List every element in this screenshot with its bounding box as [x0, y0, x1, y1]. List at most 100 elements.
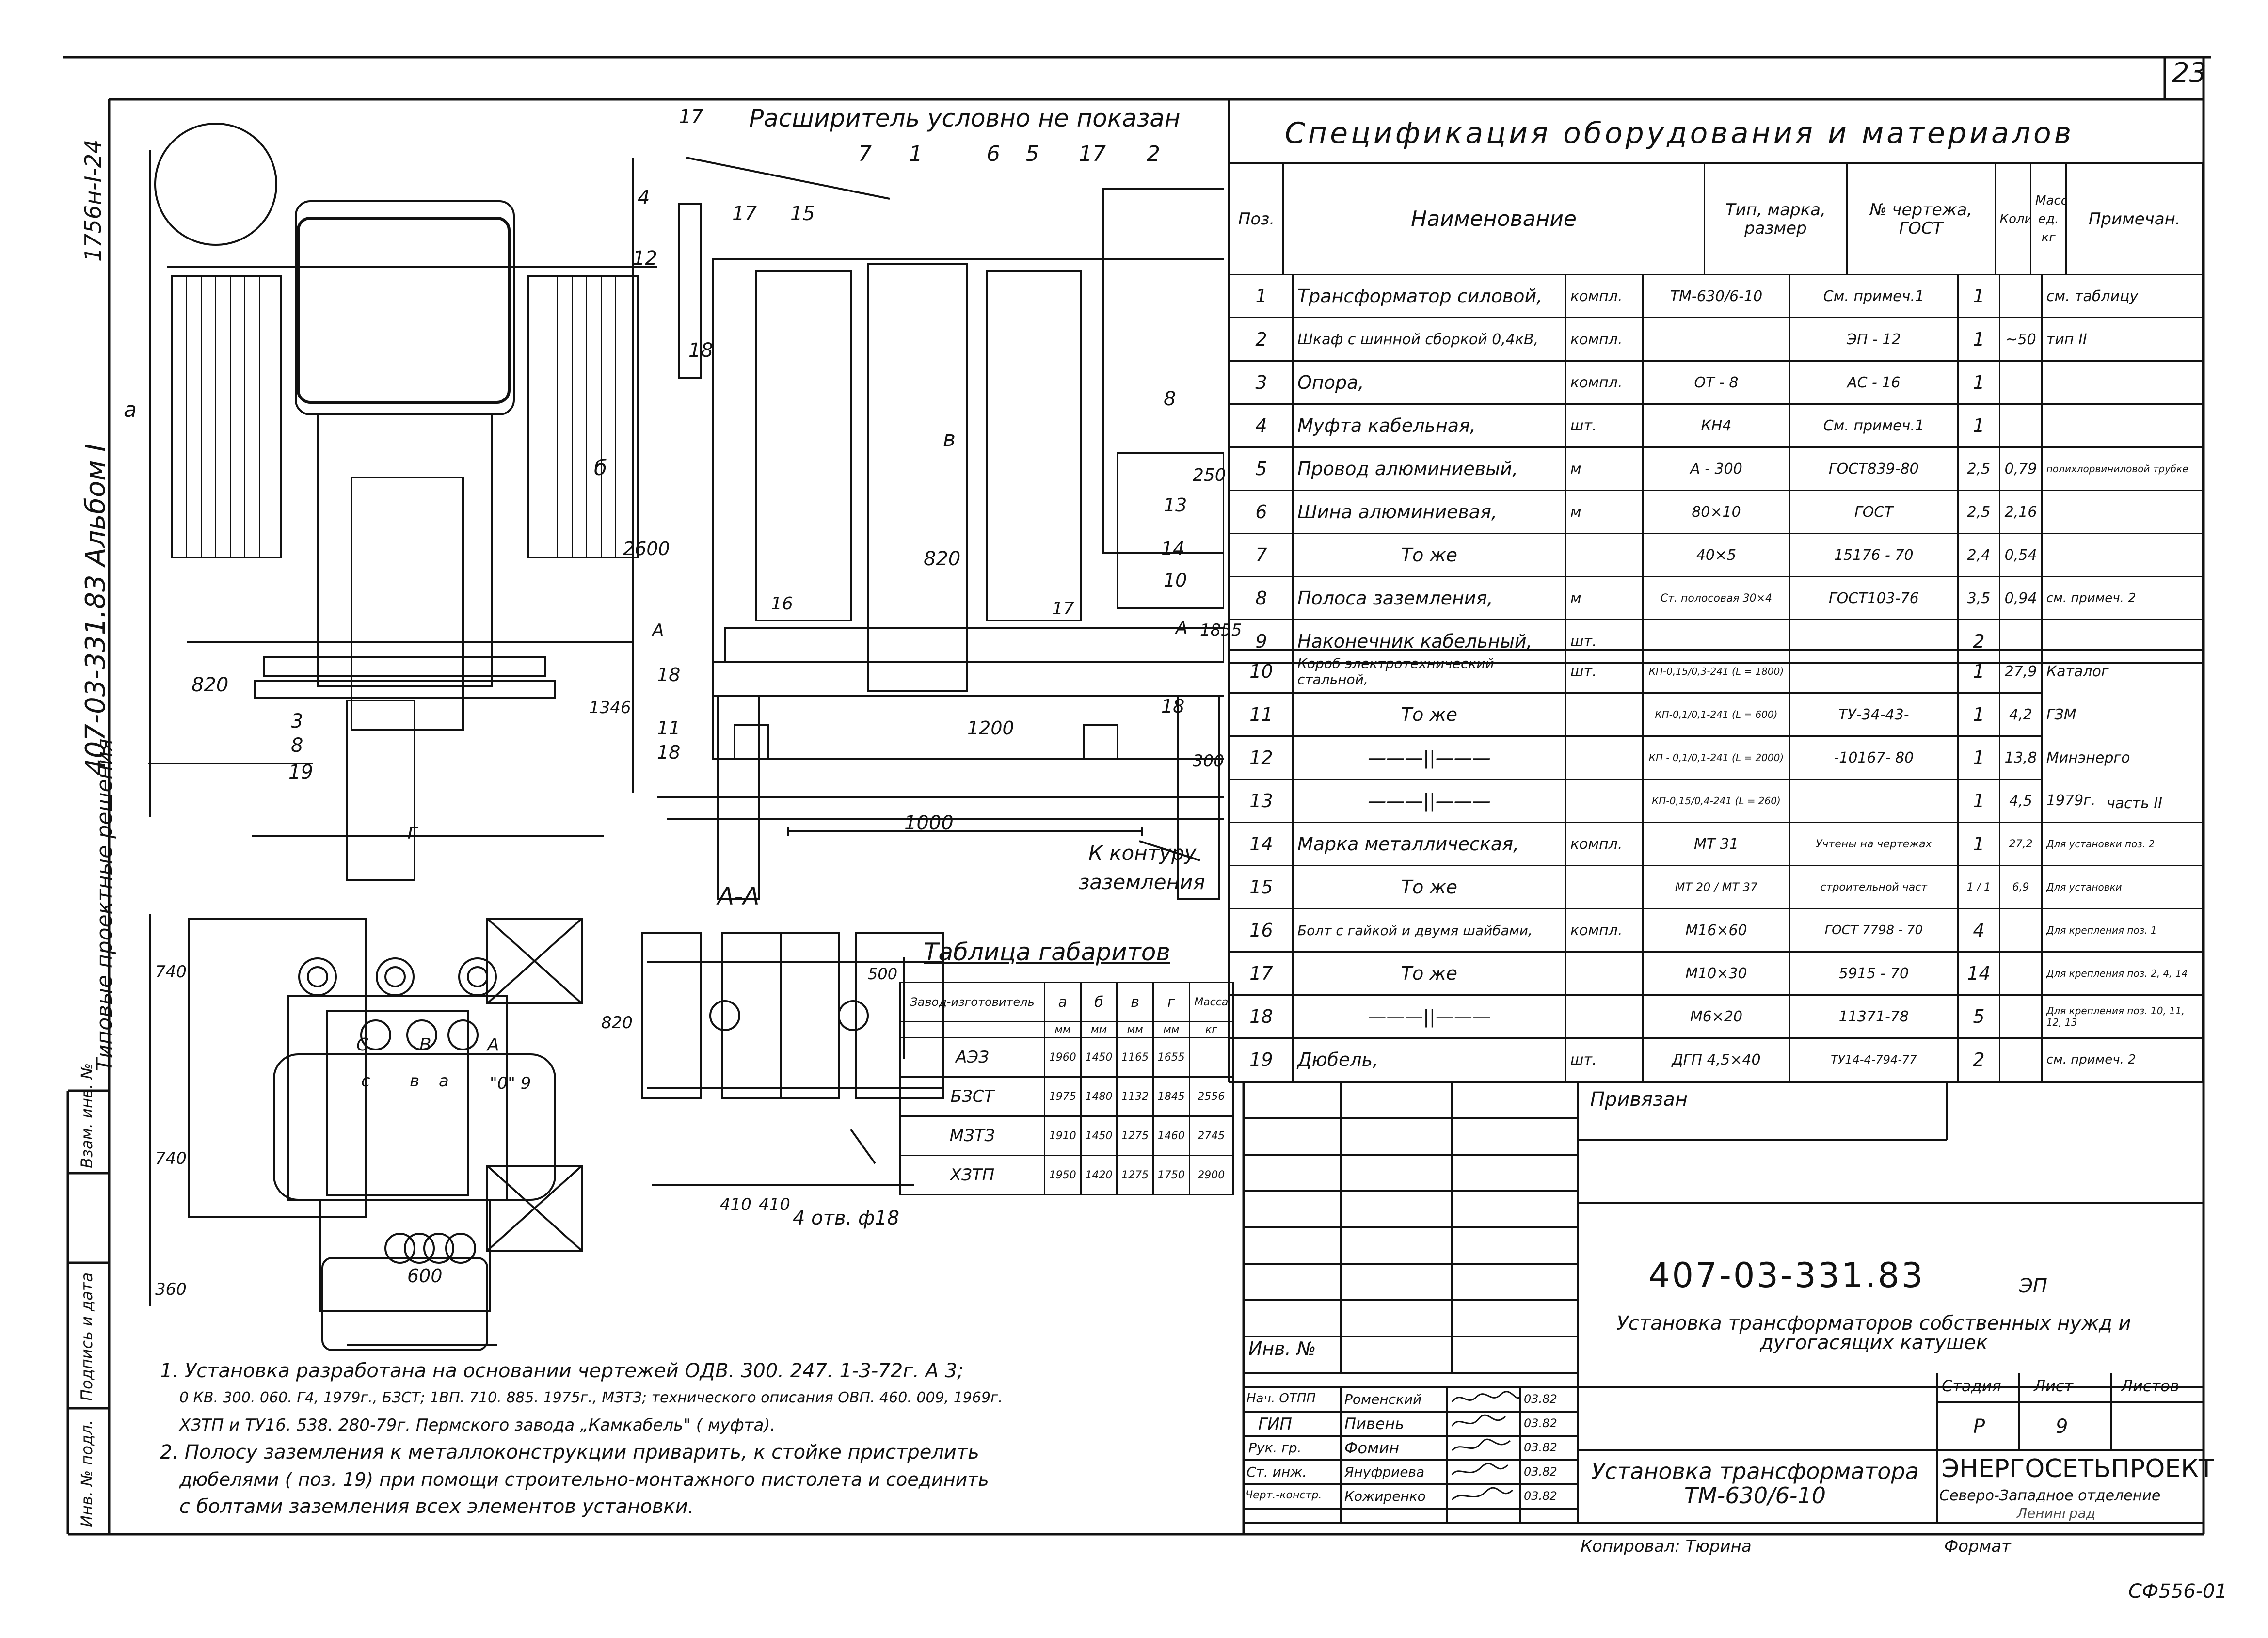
spec-note: Для установки поз. 2 — [2041, 822, 2204, 866]
dim-g: г — [407, 819, 419, 844]
gab-h-b: б — [1080, 982, 1118, 1022]
label-pos-17d: 17 — [1052, 599, 1074, 619]
spec-mass — [1999, 951, 2043, 996]
section-a-a — [641, 932, 944, 1186]
person-role: Рук. гр. — [1248, 1440, 1302, 1456]
note-line: дюбелями ( поз. 19) при помощи строитель… — [179, 1469, 989, 1490]
spec-row: 18 ———||——— М6×20 11371-78 5 Для креплен… — [1229, 994, 2204, 1039]
dim-740-bottom: 740 — [155, 1149, 187, 1168]
drawing-note: Расширитель условно не показан — [749, 104, 1181, 132]
note-line: 1. Установка разработана на основании че… — [160, 1360, 964, 1382]
spec-gost: ГОСТ839-80 — [1789, 446, 1959, 491]
spec-gost: ГОСТ — [1789, 490, 1959, 534]
spec-unit: компл. — [1565, 908, 1644, 953]
spec-mass — [1999, 1037, 2043, 1082]
catalog-note-5: часть II — [2107, 795, 2162, 812]
sheet-value: 9 — [2056, 1415, 2068, 1438]
spec-unit: компл. — [1565, 822, 1644, 866]
label-pos-12: 12 — [633, 247, 657, 270]
person-name: Пивень — [1344, 1415, 1405, 1433]
side-view — [657, 157, 1224, 900]
section-mark-left: А — [652, 620, 664, 640]
dim-410a: 410 — [720, 1195, 751, 1214]
spec-note: см. примеч. 2 — [2041, 1037, 2204, 1082]
privyazan-label: Привязан — [1590, 1088, 1688, 1111]
gab-cell: АЭЗ — [899, 1037, 1045, 1078]
person-date: 03.82 — [1524, 1489, 1557, 1503]
doc-code: 407-03-331.83 — [1648, 1256, 1925, 1295]
gab-cell: 1420 — [1080, 1155, 1118, 1195]
spec-title: Спецификация оборудования и материалов — [1285, 116, 2075, 150]
ground-contour-label: К контуру — [1088, 841, 1197, 865]
spec-pos: 11 — [1229, 692, 1294, 737]
catalog-note-2: ГЗМ — [2041, 693, 2204, 736]
gab-row: МЗТЗ 1910 1450 1275 1460 2745 — [899, 1115, 1234, 1156]
spec-qty: 1 — [1957, 779, 2001, 823]
stage-value: Р — [1973, 1415, 1985, 1438]
spec-name: Шкаф с шинной сборкой 0,4кВ, — [1292, 317, 1567, 362]
spec-pos: 13 — [1229, 779, 1294, 823]
spec-name: То же — [1292, 692, 1567, 737]
spec-name: То же — [1292, 951, 1567, 996]
spec-type: ОТ - 8 — [1642, 360, 1791, 405]
spec-pos: 7 — [1229, 533, 1294, 577]
spec-row: 6 Шина алюминиевая, м 80×10 ГОСТ 2,5 2,1… — [1229, 490, 2204, 534]
spec-mass: 0,94 — [1999, 576, 2043, 620]
gab-cell: 1275 — [1116, 1115, 1154, 1156]
note-line: ХЗТП и ТУ16. 538. 280-79г. Пермского зав… — [179, 1415, 776, 1435]
gab-cell: 1750 — [1152, 1155, 1190, 1195]
spec-type: МТ 20 / МТ 37 — [1642, 865, 1791, 909]
spec-qty: 1 — [1957, 317, 2001, 362]
spec-unit: м — [1565, 446, 1644, 491]
spec-type: 80×10 — [1642, 490, 1791, 534]
gab-cell: 2900 — [1188, 1155, 1234, 1195]
gabarit-table: Завод-изготовитель а б в г Масса мм мм м… — [899, 982, 1234, 1195]
stamp-replace-inv: Взам. инв. № — [78, 1063, 96, 1168]
label-pos-5: 5 — [1025, 142, 1039, 166]
spec-unit: компл. — [1565, 317, 1644, 362]
gabarit-title: Таблица габаритов — [924, 938, 1170, 966]
spec-type: М10×30 — [1642, 951, 1791, 996]
label-pos-8: 8 — [1164, 388, 1176, 410]
spec-name: ———||——— — [1292, 779, 1567, 823]
spec-unit: шт. — [1565, 403, 1644, 448]
gab-h-v: в — [1116, 982, 1154, 1022]
spec-qty: 5 — [1957, 994, 2001, 1039]
spec-pos: 4 — [1229, 403, 1294, 448]
person-date: 03.82 — [1524, 1392, 1557, 1406]
spec-type: ТМ-630/6-10 — [1642, 274, 1791, 318]
spec-unit: шт. — [1565, 1037, 1644, 1082]
label-pos-7: 7 — [858, 142, 872, 166]
spec-mass — [1999, 403, 2043, 448]
spec-type: 40×5 — [1642, 533, 1791, 577]
stamp-signature-date: Подпись и дата — [78, 1272, 96, 1401]
spec-pos: 5 — [1229, 446, 1294, 491]
spec-gost: АС - 16 — [1789, 360, 1959, 405]
spec-row: 2 Шкаф с шинной сборкой 0,4кВ, компл. ЭП… — [1229, 317, 2204, 362]
person-role: Ст. инж. — [1246, 1464, 1307, 1480]
spec-note — [2041, 403, 2204, 448]
spec-type: Ст. полосовая 30×4 — [1642, 576, 1791, 620]
spec-note: Для крепления поз. 10, 11, 12, 13 — [2041, 994, 2204, 1039]
copied-by: Копировал: Тюрина — [1581, 1537, 1752, 1556]
spec-row: 13 ———||——— КП-0,15/0,4-241 (L = 260) 1 … — [1229, 779, 2204, 823]
person-role: ГИП — [1258, 1415, 1292, 1434]
label-pos-6: 6 — [987, 142, 1000, 166]
spec-gost: ЭП - 12 — [1789, 317, 1959, 362]
signature-rows: Нач. ОТПП Роменский 03.82 ГИП Пивень 03.… — [1244, 1387, 1578, 1509]
label-pos-18a: 18 — [688, 339, 713, 362]
org-name: ЭНЕРГОСЕТЬПРОЕКТ — [1942, 1454, 2214, 1483]
dim-820-front: 820 — [192, 674, 229, 696]
spec-mass — [1999, 274, 2043, 318]
spec-type: КП-0,1/0,1-241 (L = 600) — [1642, 692, 1791, 737]
spec-name: Короб электротехнический стальной, — [1292, 649, 1567, 694]
neutral-label: "0" 9 — [490, 1074, 531, 1093]
spec-pos: 18 — [1229, 994, 1294, 1039]
person-date: 03.82 — [1524, 1416, 1557, 1430]
spec-unit — [1565, 951, 1644, 996]
spec-row: 14 Марка металлическая, компл. МТ 31 Учт… — [1229, 822, 2204, 866]
gab-u4: мм — [1152, 1021, 1190, 1038]
transformer-drawings — [148, 123, 1224, 1351]
spec-type: МТ 31 — [1642, 822, 1791, 866]
spec-qty: 4 — [1957, 908, 2001, 953]
